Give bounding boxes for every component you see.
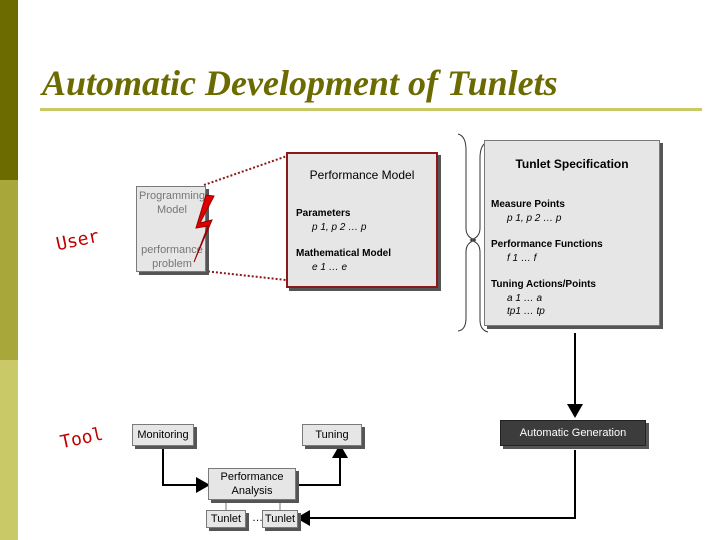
user-programming-box: Programming Model performance problem	[136, 186, 206, 272]
tuning-actions-label: Tuning Actions/Points	[491, 279, 596, 290]
brace-left	[457, 133, 477, 332]
sidebar-band-dark	[0, 0, 18, 180]
performance-analysis-line2: Analysis	[231, 485, 273, 497]
performance-functions-label: Performance Functions	[491, 239, 603, 250]
model-label: Model	[157, 204, 187, 216]
slide-sidebar	[0, 0, 18, 540]
automatic-generation-box: Automatic Generation	[500, 420, 646, 446]
analysis-to-tuning-arrow	[296, 444, 348, 486]
dotted-connector-top	[203, 154, 291, 186]
performance-analysis-line1: Performance	[220, 471, 284, 483]
generation-to-tunlet-arrow	[296, 450, 576, 526]
sidebar-band-light	[0, 360, 18, 540]
problem-label: problem	[152, 258, 192, 270]
monitoring-to-analysis-arrow	[162, 446, 210, 493]
monitoring-box: Monitoring	[132, 424, 194, 446]
parameters-value: p 1, p 2 … p	[312, 222, 367, 233]
tunlet-label-1: Tunlet	[210, 513, 242, 525]
dotted-connector-bottom	[203, 270, 287, 281]
performance-analysis-box: Performance Analysis	[208, 468, 296, 500]
slide-title: Automatic Development of Tunlets	[42, 63, 558, 103]
tunlet-spec-title: Tunlet Specification	[515, 157, 629, 171]
tuning-box: Tuning	[302, 424, 362, 446]
tunlet-ellipsis: …	[252, 512, 263, 524]
parameters-label: Parameters	[296, 208, 351, 219]
tunlet-label-2: Tunlet	[264, 513, 296, 525]
title-underline	[40, 108, 702, 111]
tuning-actions-value-2: tp1 … tp	[507, 306, 545, 317]
performance-model-title: Performance Model	[309, 168, 415, 182]
performance-label: performance	[141, 244, 203, 256]
tuning-actions-value-1: a 1 … a	[507, 293, 543, 304]
tunlet-box-1: Tunlet	[206, 510, 246, 528]
sidebar-band-mid	[0, 180, 18, 360]
brace-right	[469, 141, 489, 333]
automatic-generation-label: Automatic Generation	[519, 427, 627, 439]
math-model-value: e 1 … e	[312, 262, 348, 273]
performance-functions-value: f 1 … f	[507, 253, 537, 264]
monitoring-label: Monitoring	[137, 429, 189, 441]
measure-points-value: p 1, p 2 … p	[507, 213, 562, 224]
tuning-label: Tuning	[315, 429, 349, 441]
math-model-label: Mathematical Model	[296, 248, 392, 259]
programming-label: Programming	[138, 190, 206, 202]
performance-model-box: Performance Model Parameters p 1, p 2 … …	[286, 152, 438, 288]
measure-points-label: Measure Points	[491, 199, 565, 210]
tunlet-specification-box: Tunlet Specification Measure Points p 1,…	[484, 140, 660, 326]
tunlet-box-2: Tunlet	[262, 510, 298, 528]
